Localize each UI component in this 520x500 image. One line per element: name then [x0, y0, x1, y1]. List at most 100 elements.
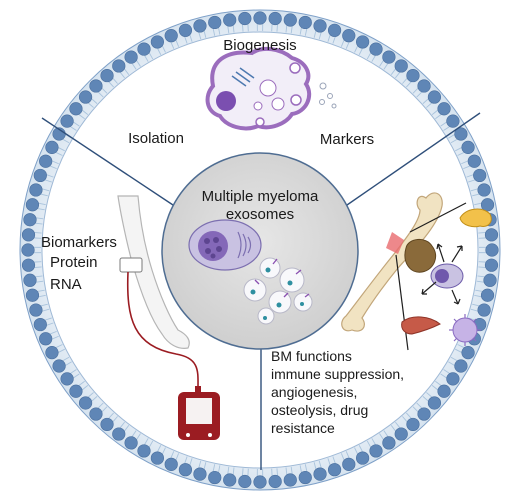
membrane-tail [299, 465, 303, 474]
membrane-tail [354, 447, 359, 455]
membrane-bead [313, 19, 327, 33]
membrane-tail [422, 396, 430, 403]
biomarkers-line: RNA [50, 276, 82, 293]
membrane-tail [51, 160, 59, 165]
membrane-tail [435, 380, 443, 387]
membrane-tail [41, 188, 50, 192]
membrane-bead [124, 50, 138, 64]
membrane-tail [455, 146, 463, 152]
membrane-bead [369, 42, 383, 56]
membrane-bead [461, 346, 475, 360]
membrane-tail [332, 35, 336, 44]
membrane-tail [416, 402, 423, 409]
membrane-bead [467, 154, 481, 168]
membrane-bead [69, 102, 83, 116]
membrane-tail [131, 430, 137, 438]
membrane-tail [327, 34, 331, 42]
membrane-tail [455, 348, 463, 354]
membrane-tail [450, 138, 459, 144]
membrane-bead [23, 273, 37, 287]
membrane-bead [100, 68, 114, 83]
membrane-tail [175, 39, 180, 47]
membrane-bead [25, 198, 40, 212]
label-biogenesis: Biogenesis [223, 37, 296, 54]
membrane-bead [39, 332, 53, 346]
membrane-bead [78, 396, 93, 410]
membrane-tail [72, 121, 80, 127]
membrane-tail [198, 460, 202, 469]
membrane-tail [463, 165, 471, 170]
membrane-bead [477, 303, 491, 317]
membrane-bead [484, 228, 499, 242]
membrane-tail [87, 392, 94, 398]
membrane-bead [484, 258, 499, 272]
membrane-bead [298, 470, 312, 485]
membrane-tail [55, 344, 63, 349]
membrane-bead [253, 11, 267, 25]
membrane-bead [45, 346, 59, 360]
membrane-bead [461, 140, 475, 154]
membrane-tail [175, 453, 180, 461]
membrane-bead [417, 407, 431, 421]
membrane-tail [57, 348, 65, 354]
membrane-bead [29, 183, 43, 197]
membrane-tail [69, 369, 77, 375]
membrane-tail [470, 308, 479, 312]
membrane-tail [395, 71, 401, 79]
membrane-tail [457, 344, 465, 349]
membrane-bead [473, 168, 487, 183]
membrane-tail [119, 421, 125, 429]
membrane-tail [35, 280, 44, 283]
membrane-tail [41, 308, 50, 312]
membrane-tail [402, 416, 408, 423]
membrane-bead [313, 467, 327, 481]
membrane-tail [468, 179, 476, 183]
membrane-tail [313, 462, 317, 471]
membrane-tail [170, 451, 175, 459]
membrane-bead [342, 29, 356, 43]
membrane-tail [33, 266, 42, 269]
membrane-bead [342, 457, 356, 471]
membrane-bead [394, 427, 408, 441]
membrane-bead [21, 243, 35, 257]
membrane-tail [227, 466, 230, 475]
membrane-bead [454, 127, 468, 141]
membrane-tail [44, 317, 52, 321]
membrane-tail [69, 125, 77, 131]
membrane-bead [33, 317, 47, 332]
membrane-tail [37, 294, 46, 298]
membrane-bead [382, 436, 396, 450]
membrane-tail [90, 396, 98, 403]
membrane-tail [304, 27, 308, 36]
membrane-bead [223, 473, 237, 487]
membrane-tail [448, 361, 456, 367]
membrane-tail [327, 458, 331, 466]
membrane-bead [137, 444, 151, 458]
membrane-bead [208, 470, 222, 485]
membrane-bead [454, 359, 468, 373]
membrane-tail [290, 25, 293, 34]
membrane-bead [238, 11, 252, 26]
membrane-tail [450, 356, 459, 362]
membrane-tail [39, 193, 48, 197]
membrane-tail [107, 412, 114, 420]
membrane-tail [33, 231, 42, 234]
membrane-tail [478, 266, 487, 269]
membrane-tail [457, 151, 465, 156]
membrane-bead [150, 35, 164, 49]
membrane-tail [148, 440, 154, 449]
membrane-bead [406, 417, 420, 432]
membrane-tail [161, 45, 166, 53]
label-center-line2: exosomes [226, 206, 294, 223]
membrane-bead [150, 451, 164, 465]
membrane-bead [33, 168, 47, 183]
membrane-bead [164, 29, 178, 43]
label-isolation: Isolation [128, 130, 184, 147]
membrane-tail [470, 188, 479, 192]
membrane-tail [340, 39, 345, 47]
membrane-bead [446, 372, 460, 386]
membrane-tail [440, 373, 448, 379]
membrane-tail [49, 330, 57, 335]
membrane-tail [474, 202, 483, 206]
membrane-tail [379, 59, 385, 67]
